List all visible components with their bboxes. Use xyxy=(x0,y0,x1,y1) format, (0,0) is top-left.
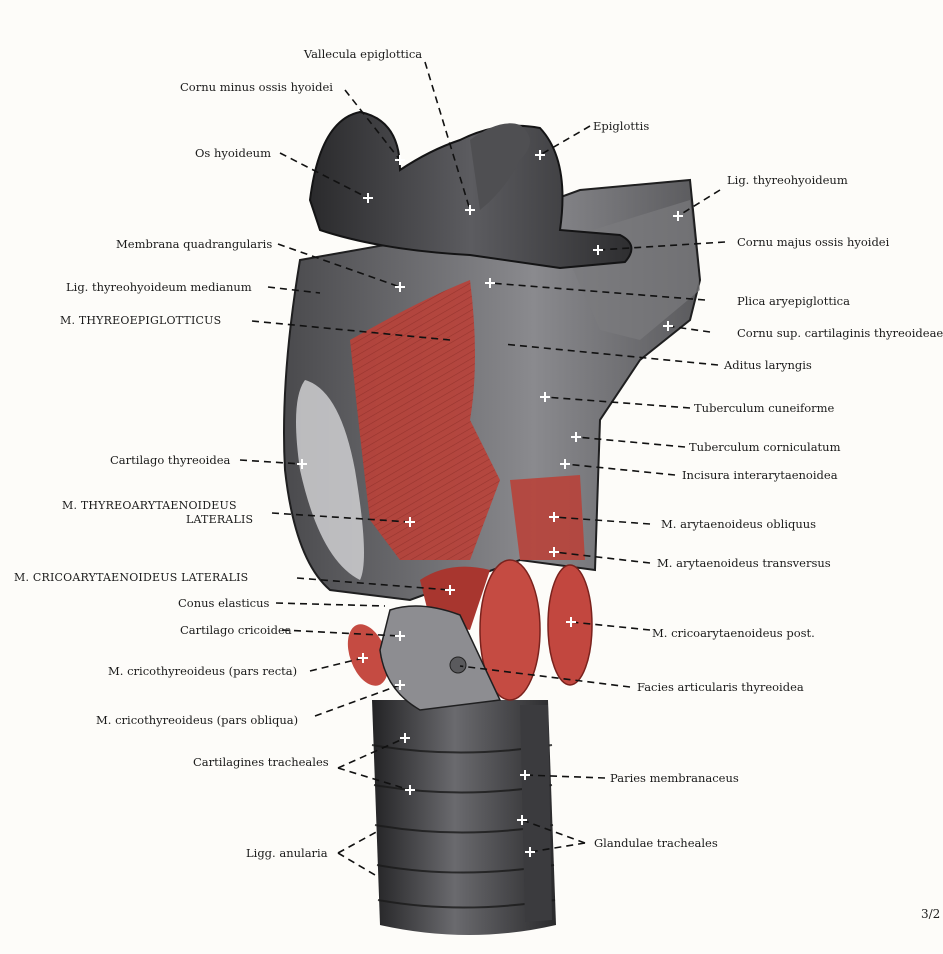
label-aditus-laryngis: Aditus laryngis xyxy=(724,358,812,372)
label-glandulae-tracheales: Glandulae tracheales xyxy=(594,836,718,850)
label-lig-thyreohyoideum-medianum: Lig. thyreohyoideum medianum xyxy=(66,280,252,294)
label-cornu-minus: Cornu minus ossis hyoidei xyxy=(180,80,333,94)
label-conus-elasticus: Conus elasticus xyxy=(178,596,269,610)
label-m-thyreoepiglotticus: M. THYREOEPIGLOTTICUS xyxy=(60,314,221,328)
label-vallecula-epiglottica: Vallecula epiglottica xyxy=(304,47,422,61)
label-m-arytaenoideus-transversus: M. arytaenoideus transversus xyxy=(657,556,831,570)
label-m-cricothyreoideus-recta: M. cricothyreoideus (pars recta) xyxy=(108,664,297,678)
label-m-cricoarytaenoideus-post: M. cricoarytaenoideus post. xyxy=(652,626,815,640)
label-cornu-majus: Cornu majus ossis hyoidei xyxy=(737,235,889,249)
label-paries-membranaceus: Paries membranaceus xyxy=(610,771,739,785)
label-facies-articularis: Facies articularis thyreoidea xyxy=(637,680,804,694)
label-incisura-interarytaenoidea: Incisura interarytaenoidea xyxy=(682,468,838,482)
label-m-cricothyreoideus-obliqua: M. cricothyreoideus (pars obliqua) xyxy=(96,713,298,727)
label-m-arytaenoideus-obliquus: M. arytaenoideus obliquus xyxy=(661,517,816,531)
label-lateralis: LATERALIS xyxy=(186,513,253,527)
trachea xyxy=(372,700,556,935)
label-os-hyoideum: Os hyoideum xyxy=(195,146,271,160)
label-plica-aryepiglottica: Plica aryepiglottica xyxy=(737,294,850,308)
label-cartilago-thyreoidea: Cartilago thyreoidea xyxy=(110,453,230,467)
label-cartilagines-tracheales: Cartilagines tracheales xyxy=(193,755,329,769)
page-number: 3/2 xyxy=(921,907,940,921)
label-m-thyreoarytaenoideus: M. THYREOARYTAENOIDEUS xyxy=(62,499,237,513)
label-m-cricoarytaenoideus-lateralis: M. CRICOARYTAENOIDEUS LATERALIS xyxy=(14,571,248,585)
label-ligg-anularia: Ligg. anularia xyxy=(246,846,328,860)
label-epiglottis: Epiglottis xyxy=(593,119,649,133)
label-cartilago-cricoidea: Cartilago cricoidea xyxy=(180,623,292,637)
label-cornu-sup: Cornu sup. cartilaginis thyreoideae xyxy=(737,326,943,340)
label-tuberculum-corniculatum: Tuberculum corniculatum xyxy=(689,440,841,454)
label-membrana-quadrangularis: Membrana quadrangularis xyxy=(116,237,272,251)
label-tuberculum-cuneiforme: Tuberculum cuneiforme xyxy=(694,401,834,415)
label-lig-thyreohyoideum: Lig. thyreohyoideum xyxy=(727,173,848,187)
